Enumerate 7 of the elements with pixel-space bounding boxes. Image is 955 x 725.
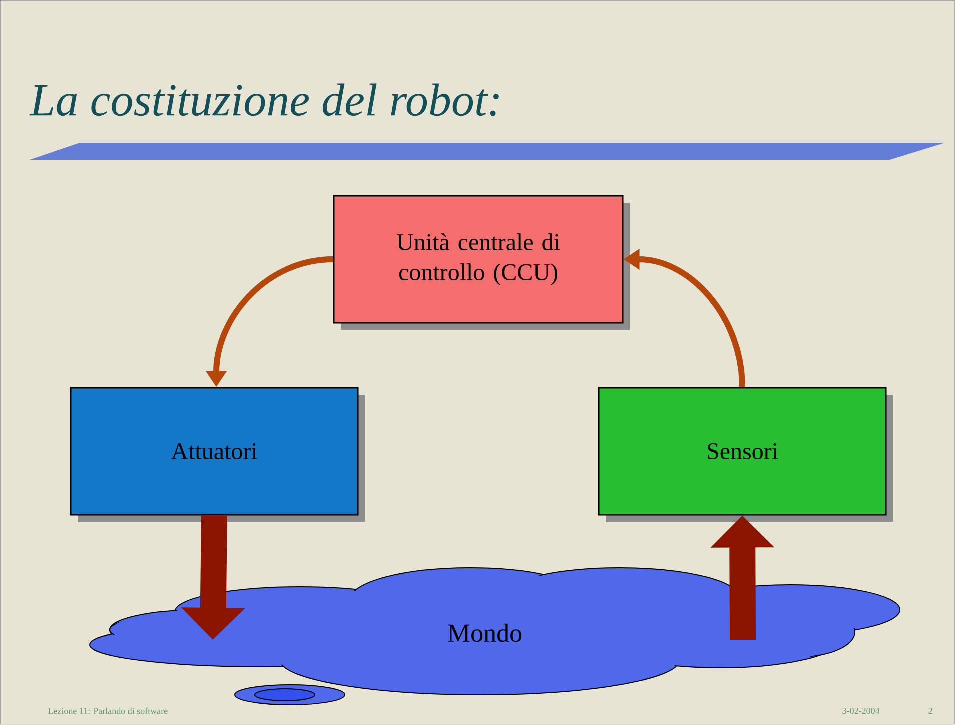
cloud-label: Mondo [448, 624, 522, 642]
footer-text: Lezione 11: Parlando di software [48, 708, 168, 714]
page-number: 2 [928, 708, 932, 714]
process-box: Sensori [598, 387, 887, 516]
process-box: Attuatori [70, 387, 359, 516]
process-box: Unità centrale di controllo (CCU) [333, 195, 624, 324]
slide-title: La costituzione del robot: [30, 84, 499, 116]
